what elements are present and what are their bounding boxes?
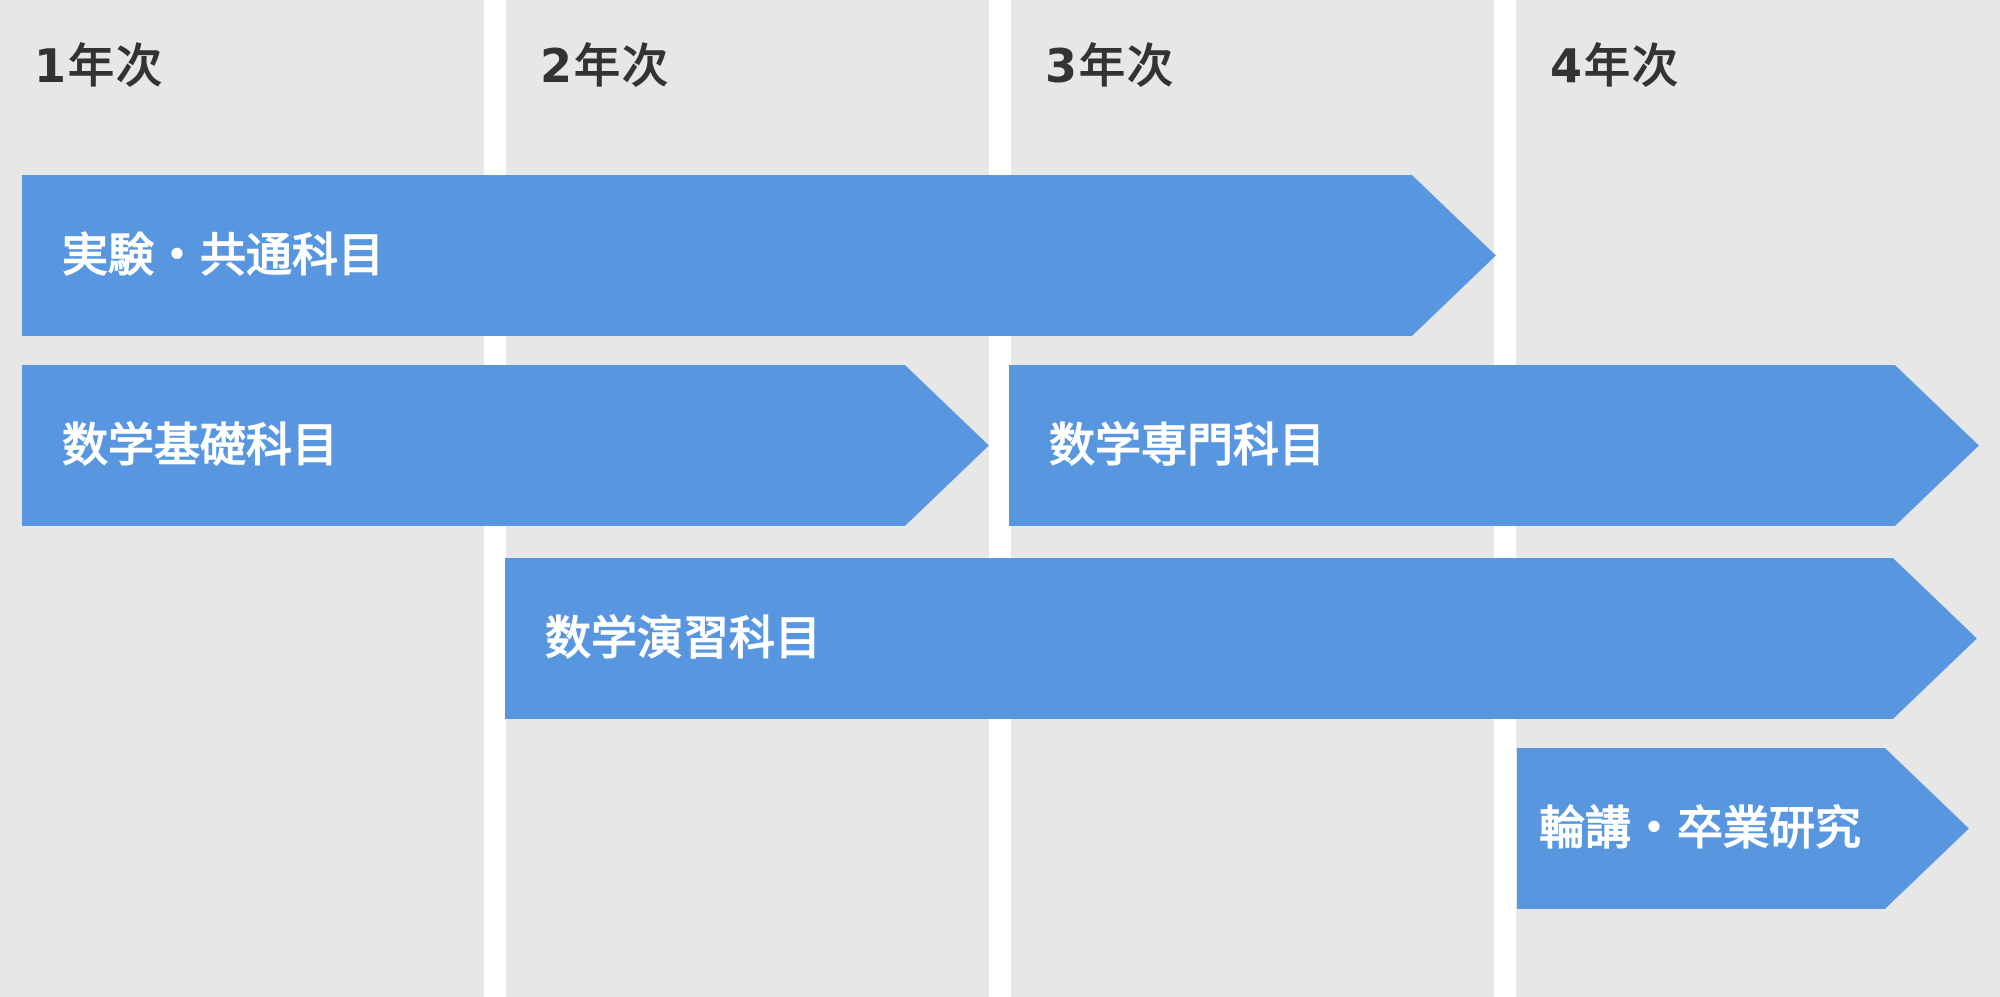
arrow-math-basic-courses: 数学基礎科目	[22, 365, 989, 526]
year-label-3: 3年次	[1045, 39, 1176, 93]
year-label-2: 2年次	[540, 39, 671, 93]
year-label-4: 4年次	[1550, 39, 1681, 93]
arrow-math-exercise-courses: 数学演習科目	[505, 558, 1977, 719]
year-label-1: 1年次	[34, 39, 165, 93]
arrow-math-special-courses: 数学専門科目	[1009, 365, 1979, 526]
arrow-experiment-common-courses: 実験・共通科目	[22, 175, 1496, 336]
arrow-label-experiment: 実験・共通科目	[62, 228, 384, 282]
arrow-seminar-graduation-research: 輪講・卒業研究	[1517, 748, 1969, 909]
arrow-label-math-exercise: 数学演習科目	[545, 611, 821, 665]
arrow-label-seminar: 輪講・卒業研究	[1539, 801, 1861, 855]
arrow-label-math-special: 数学専門科目	[1049, 418, 1325, 472]
arrow-label-math-basic: 数学基礎科目	[62, 418, 338, 472]
